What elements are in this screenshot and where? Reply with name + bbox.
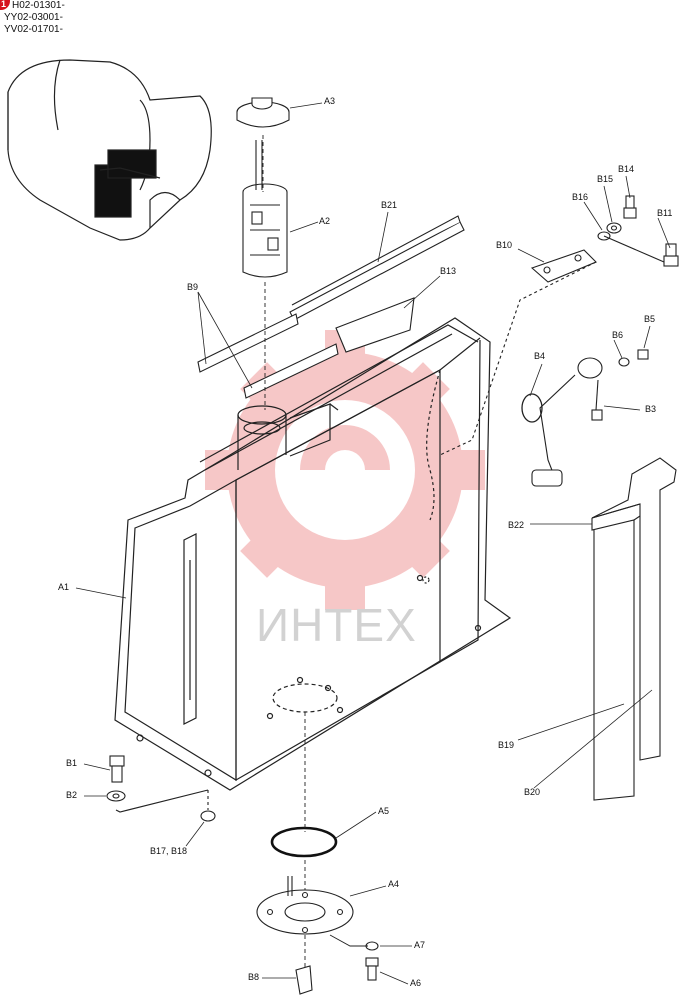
watermark-gear-icon: [205, 330, 485, 610]
serial-range-1: H02-01301-: [12, 0, 65, 11]
serial-number-ranges: H02-01301- YY02-03001- YV02-01701-: [4, 0, 65, 36]
callout-b16: B16: [572, 192, 589, 202]
bolt-b1-icon: [109, 755, 125, 783]
strainer: [242, 140, 288, 278]
callout-a1: A1: [58, 582, 70, 592]
corner-badge: 1: [0, 0, 10, 10]
callout-b15: B15: [597, 174, 614, 184]
hydraulic-tank: [114, 317, 512, 791]
level-gauge-b3: [531, 357, 603, 487]
bolt-a6-icon: [365, 957, 379, 981]
leader-lines: [75, 102, 671, 985]
gasket-b4-icon: [521, 393, 543, 423]
pad-b13: [335, 297, 415, 353]
bolt-b14-icon: [623, 195, 637, 219]
callout-a3: A3: [324, 96, 336, 106]
callout-b21: B21: [381, 200, 398, 210]
cover-plate-a4: [256, 876, 354, 935]
washer-b15-icon: [606, 222, 622, 234]
callout-b20: B20: [524, 787, 541, 797]
callout-b11: B11: [657, 208, 673, 218]
callout-b6: B6: [612, 330, 624, 340]
callout-b22: B22: [508, 520, 525, 530]
callout-a4: A4: [388, 879, 400, 889]
machine-location-thumbnail: [7, 59, 212, 241]
callout-b19: B19: [498, 740, 515, 750]
callout-b13: B13: [440, 266, 457, 276]
filler-cap: [236, 97, 290, 128]
callout-b10: B10: [496, 240, 513, 250]
callout-b1: B1: [66, 758, 78, 768]
rubber-strip-b21: [289, 215, 465, 321]
foam-pads-b19-b20-b22: [591, 457, 677, 801]
bolt-b5-icon: [637, 349, 649, 360]
watermark-text: ИНТЕХ: [256, 599, 417, 651]
callout-b9: B9: [187, 282, 199, 292]
bolt-b11-icon: [603, 235, 679, 267]
callout-a7: A7: [414, 940, 426, 950]
callout-b14: B14: [618, 164, 635, 174]
washer-b6-icon: [618, 357, 630, 367]
callout-b3: B3: [645, 404, 657, 414]
washer-b2-icon: [106, 790, 126, 802]
washer-b17-icon: [115, 789, 216, 822]
fitting-b8-icon: [295, 965, 313, 995]
o-ring-a5: [270, 826, 338, 858]
callout-b17-b18: B17, B18: [150, 846, 188, 856]
rubber-strips-b9: [197, 313, 339, 399]
serial-range-2: YY02-03001-: [4, 12, 63, 23]
callout-a6: A6: [410, 978, 422, 988]
callout-b2: B2: [66, 790, 78, 800]
serial-range-3: YV02-01701-: [4, 24, 63, 35]
bracket-b10: [439, 249, 597, 456]
callout-b4: B4: [534, 351, 546, 361]
callout-a5: A5: [378, 806, 390, 816]
callout-b8: B8: [248, 972, 260, 982]
callout-b5: B5: [644, 314, 656, 324]
callout-a2: A2: [319, 216, 331, 226]
assembly-axes: [262, 135, 368, 968]
